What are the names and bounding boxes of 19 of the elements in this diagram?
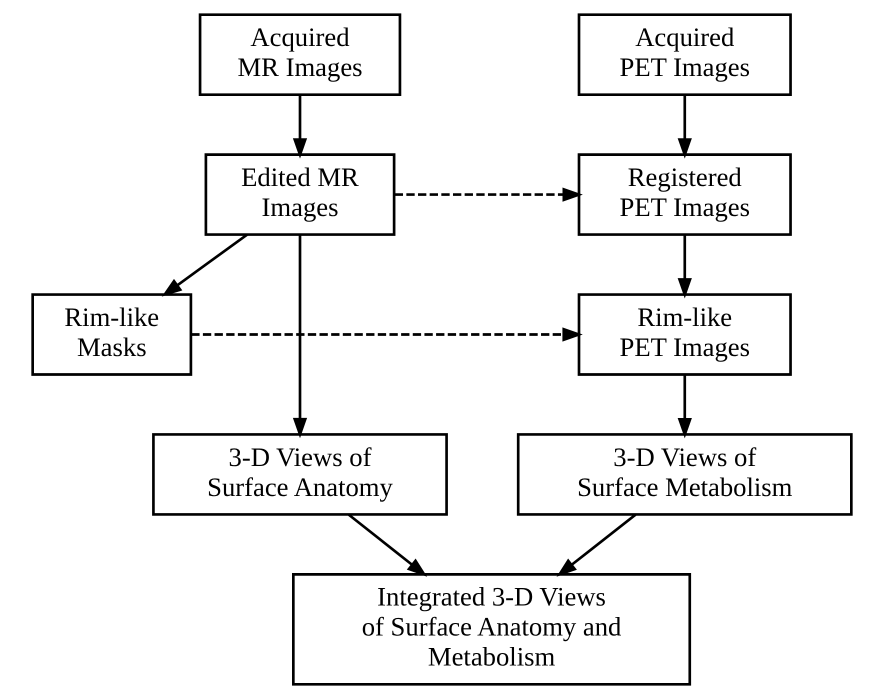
node-box: Registered PET Images bbox=[577, 153, 792, 236]
arrow bbox=[556, 514, 636, 577]
node-box: Acquired MR Images bbox=[198, 13, 401, 96]
node-box: Rim-like PET Images bbox=[577, 293, 792, 376]
node-box: 3-D Views of Surface Metabolism bbox=[516, 433, 852, 516]
node-box: Rim-like Masks bbox=[30, 293, 192, 376]
node-box: Edited MR Images bbox=[204, 153, 395, 236]
node-box: Integrated 3-D Views of Surface Anatomy and Metabolism bbox=[292, 573, 691, 686]
arrow bbox=[677, 235, 692, 298]
arrow bbox=[292, 95, 307, 159]
arrow bbox=[161, 234, 248, 297]
arrow bbox=[394, 187, 582, 202]
arrow bbox=[348, 514, 427, 577]
arrow bbox=[677, 374, 692, 438]
arrow bbox=[190, 327, 582, 342]
arrow bbox=[292, 234, 307, 438]
arrow bbox=[677, 95, 692, 159]
node-box: 3-D Views of Surface Anatomy bbox=[152, 433, 448, 516]
node-box: Acquired PET Images bbox=[577, 13, 792, 96]
